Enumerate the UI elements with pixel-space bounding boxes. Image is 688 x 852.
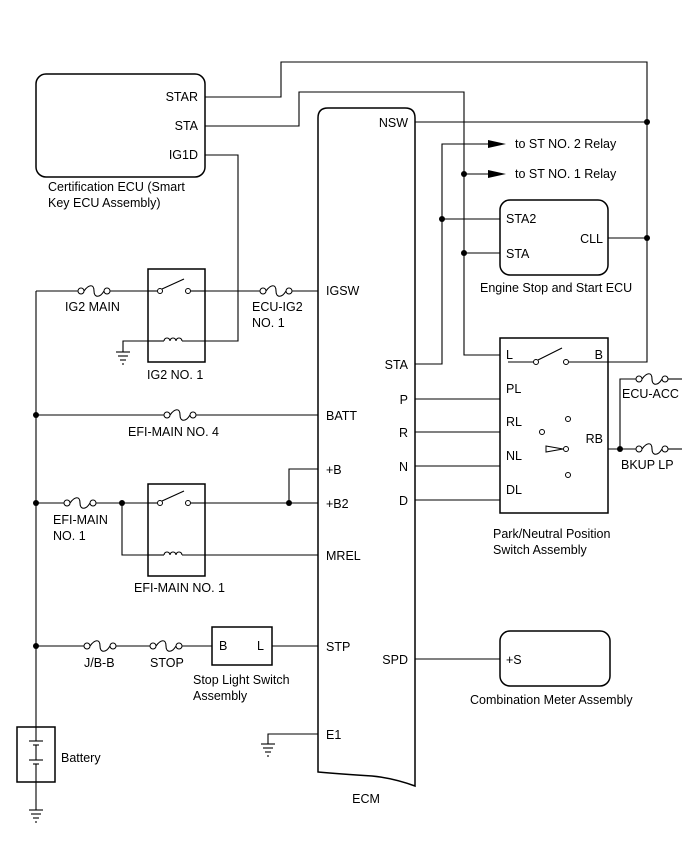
ecm-pin-spd: SPD bbox=[382, 653, 408, 667]
fuse-label-stop: STOP bbox=[150, 656, 184, 670]
to-st-no2-relay-label: to ST NO. 2 Relay bbox=[515, 137, 617, 151]
pn-pin-l: L bbox=[506, 348, 513, 362]
fuse-label-efi-main-line2: NO. 1 bbox=[53, 529, 86, 543]
ecm-pin-stp: STP bbox=[326, 640, 350, 654]
fuse-icon bbox=[259, 285, 293, 297]
fuse-icon bbox=[63, 497, 97, 509]
fuse-label-ecu-ig2-line2: NO. 1 bbox=[252, 316, 285, 330]
pn-name-line1: Park/Neutral Position bbox=[493, 527, 610, 541]
fuse-icon bbox=[635, 373, 669, 385]
cert-ecu-name-line1: Certification ECU (Smart bbox=[48, 180, 185, 194]
fuse-icon bbox=[77, 285, 111, 297]
fuse-label-ig2-main: IG2 MAIN bbox=[65, 300, 120, 314]
relay-arrows bbox=[488, 140, 506, 178]
arrow-icon bbox=[488, 140, 506, 148]
ecm-pin-batt: BATT bbox=[326, 409, 357, 423]
pn-name-line2: Switch Assembly bbox=[493, 543, 588, 557]
to-st-no1-relay-label: to ST NO. 1 Relay bbox=[515, 167, 617, 181]
fuse-label-jb-b: J/B-B bbox=[84, 656, 115, 670]
pn-pin-rb: RB bbox=[586, 432, 603, 446]
efi-main-no1-relay: EFI-MAIN NO. 1 bbox=[134, 483, 225, 595]
meter-name: Combination Meter Assembly bbox=[470, 693, 633, 707]
esse-pin-cll: CLL bbox=[580, 232, 603, 246]
sls-name-line2: Assembly bbox=[193, 689, 248, 703]
ecm-pin-mrel: MREL bbox=[326, 549, 361, 563]
park-neutral-switch: L B PL RL RB NL DL Park/Neutral Position… bbox=[493, 337, 610, 557]
pn-pin-dl: DL bbox=[506, 483, 522, 497]
combination-meter: +S Combination Meter Assembly bbox=[470, 630, 633, 707]
sls-pin-l: L bbox=[257, 639, 264, 653]
wires bbox=[35, 61, 682, 810]
certification-ecu: STAR STA IG1D Certification ECU (Smart K… bbox=[35, 73, 206, 210]
ground-icon bbox=[29, 809, 43, 823]
fuse-label-ecu-acc: ECU-ACC bbox=[622, 387, 679, 401]
sls-name-line1: Stop Light Switch bbox=[193, 673, 290, 687]
ecm-pin-plus-b2: +B2 bbox=[326, 497, 349, 511]
fuse-icon bbox=[83, 640, 117, 652]
ground-icon bbox=[261, 743, 275, 757]
ecm-pin-nsw: NSW bbox=[379, 116, 408, 130]
fuse-icon bbox=[163, 409, 197, 421]
ecm-pin-p: P bbox=[400, 393, 408, 407]
pn-pin-rl: RL bbox=[506, 415, 522, 429]
meter-pin-plus-s: +S bbox=[506, 653, 522, 667]
fuse-label-efi-main-no4: EFI-MAIN NO. 4 bbox=[128, 425, 219, 439]
esse-pin-sta2: STA2 bbox=[506, 212, 536, 226]
esse-name: Engine Stop and Start ECU bbox=[480, 281, 632, 295]
arrow-icon bbox=[488, 170, 506, 178]
fuse-symbols bbox=[63, 285, 669, 652]
ecm-pin-igsw: IGSW bbox=[326, 284, 360, 298]
ecm: NSW IGSW STA BATT P R N +B +B2 D MREL ST… bbox=[317, 107, 416, 806]
pin-label-sta: STA bbox=[175, 119, 199, 133]
pn-pin-nl: NL bbox=[506, 449, 522, 463]
junction-dots bbox=[33, 119, 650, 649]
fuse-label-ecu-ig2-line1: ECU-IG2 bbox=[252, 300, 303, 314]
ecm-pin-plus-b: +B bbox=[326, 463, 342, 477]
fuse-label-efi-main-line1: EFI-MAIN bbox=[53, 513, 108, 527]
pin-label-ig1d: IG1D bbox=[169, 148, 198, 162]
ecm-pin-d: D bbox=[399, 494, 408, 508]
ground-symbols bbox=[29, 351, 275, 823]
stop-light-switch: B L Stop Light Switch Assembly bbox=[193, 626, 290, 703]
pn-pin-b: B bbox=[595, 348, 603, 362]
ecm-name: ECM bbox=[352, 792, 380, 806]
ground-icon bbox=[116, 351, 130, 365]
pin-label-star: STAR bbox=[166, 90, 198, 104]
cert-ecu-name-line2: Key ECU Assembly) bbox=[48, 196, 161, 210]
esse-pin-sta: STA bbox=[506, 247, 530, 261]
fuse-label-bkup-lp: BKUP LP bbox=[621, 458, 674, 472]
ecm-pin-n: N bbox=[399, 460, 408, 474]
fuse-icon bbox=[635, 443, 669, 455]
ig2-no1-relay-label: IG2 NO. 1 bbox=[147, 368, 203, 382]
efi-main-no1-relay-label: EFI-MAIN NO. 1 bbox=[134, 581, 225, 595]
ecm-pin-sta: STA bbox=[385, 358, 409, 372]
engine-stop-start-ecu: STA2 STA CLL Engine Stop and Start ECU bbox=[480, 199, 632, 295]
battery-label: Battery bbox=[61, 751, 101, 765]
pn-pin-pl: PL bbox=[506, 382, 521, 396]
ig2-no1-relay: IG2 NO. 1 bbox=[147, 268, 206, 382]
battery: Battery bbox=[16, 726, 101, 783]
ecm-pin-e1: E1 bbox=[326, 728, 341, 742]
sls-pin-b: B bbox=[219, 639, 227, 653]
ecm-pin-r: R bbox=[399, 426, 408, 440]
fuse-icon bbox=[149, 640, 183, 652]
